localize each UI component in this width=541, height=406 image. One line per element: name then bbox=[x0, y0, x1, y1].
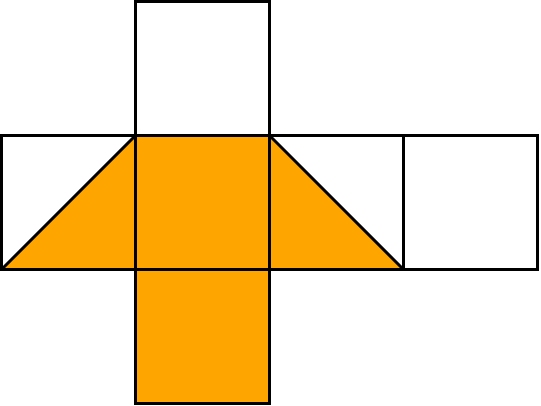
face-center-fill bbox=[135, 135, 270, 270]
face-far-right-outline bbox=[402, 134, 539, 271]
face-top-outline bbox=[134, 0, 271, 137]
face-bottom-fill bbox=[135, 269, 270, 404]
face-left-diagonal bbox=[0, 134, 137, 271]
face-bottom-outline bbox=[134, 268, 271, 405]
face-right-diagonal bbox=[268, 134, 405, 271]
